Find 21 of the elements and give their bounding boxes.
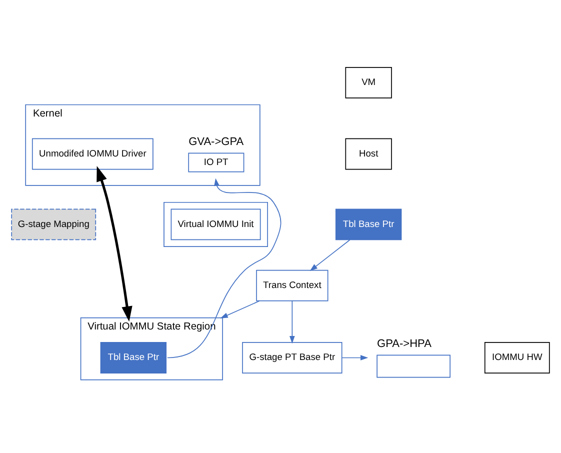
arrow bbox=[96, 166, 132, 322]
node-box: IO PT bbox=[188, 152, 244, 172]
node-box: G-stage PT Base Ptr bbox=[242, 342, 342, 373]
node-box: Tbl Base Ptr bbox=[335, 208, 402, 240]
arrow bbox=[220, 300, 260, 318]
arrow bbox=[166, 178, 282, 358]
arrow bbox=[290, 300, 295, 344]
node-box: Host bbox=[345, 138, 392, 170]
cluster bbox=[164, 201, 268, 246]
node-box: IOMMU HW bbox=[484, 342, 550, 373]
node-box: Unmodifed IOMMU Driver bbox=[32, 138, 154, 170]
node-box: Trans Context bbox=[256, 269, 328, 301]
node-box: Tbl Base Ptr bbox=[100, 342, 167, 373]
arrow bbox=[310, 239, 350, 270]
arrow bbox=[342, 354, 368, 360]
node-label: GVA->GPA bbox=[188, 135, 244, 148]
node-box bbox=[376, 354, 450, 378]
node-label: GPA->HPA bbox=[377, 338, 432, 350]
node-box: VM bbox=[345, 66, 392, 98]
node-box: Virtual IOMMU Init bbox=[170, 208, 261, 240]
node-box: G-stage Mapping bbox=[11, 208, 96, 240]
